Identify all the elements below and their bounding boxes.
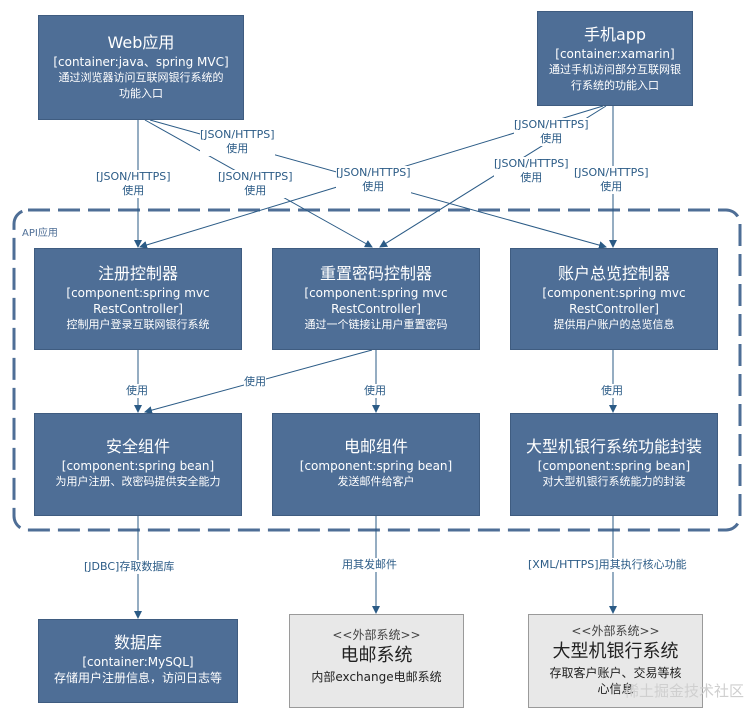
reset-desc: 通过一个链接让用户重置密码: [304, 318, 448, 331]
edge-label-mobile-register: [JSON/HTTPS] 使用: [336, 166, 411, 194]
register-controller[interactable]: 注册控制器 [component:spring mvc RestControll…: [34, 248, 242, 350]
mainframe-system-desc: 存取客户账户、交易等核心信息: [549, 666, 682, 696]
database-title: 数据库: [113, 633, 162, 652]
edge-label-overview-facade: 使用: [601, 384, 623, 398]
mainframe-system-stereotype: <<外部系统>>: [571, 624, 660, 638]
security-stereotype: [component:spring bean]: [61, 459, 215, 473]
edge-label-jdbc: [JDBC]存取数据库: [84, 560, 175, 574]
email-system-desc: 内部exchange电邮系统: [311, 670, 442, 684]
edge-protocol: [JSON/HTTPS]: [514, 118, 589, 131]
edge-label-mobile-reset-1: [JSON/HTTPS] 使用: [514, 118, 589, 146]
mobile-app-container[interactable]: 手机app [container:xamarin] 通过手机访问部分互联网银行系…: [537, 11, 693, 106]
edge-label-web-register: [JSON/HTTPS] 使用: [96, 170, 171, 198]
edge-label-reset-security: 使用: [244, 375, 266, 389]
database-stereotype: [container:MySQL]: [82, 655, 194, 669]
overview-title: 账户总览控制器: [557, 264, 670, 283]
facade-desc: 对大型机银行系统能力的封装: [542, 475, 686, 488]
web-app-stereotype: [container:java、spring MVC]: [53, 55, 229, 69]
edge-verb: 使用: [540, 132, 563, 145]
reset-stereotype: [component:spring mvc RestController]: [304, 286, 448, 316]
register-stereotype: [component:spring mvc RestController]: [66, 286, 210, 316]
overview-stereotype: [component:spring mvc RestController]: [542, 286, 686, 316]
web-app-title: Web应用: [107, 33, 175, 52]
mobile-app-title: 手机app: [583, 25, 647, 44]
edge-verb: 使用: [362, 180, 385, 193]
edge-verb: 使用: [520, 171, 543, 184]
edge-protocol: [JSON/HTTPS]: [200, 128, 275, 141]
security-component[interactable]: 安全组件 [component:spring bean] 为用户注册、改密码提供…: [34, 413, 242, 516]
edge-label-mobile-reset-2: [JSON/HTTPS] 使用: [494, 157, 569, 185]
email-component[interactable]: 电邮组件 [component:spring bean] 发送邮件给客户: [272, 413, 480, 516]
email-system-stereotype: <<外部系统>>: [332, 628, 421, 642]
edge-label-reset-mail: 使用: [364, 384, 386, 398]
edge-protocol: [JSON/HTTPS]: [574, 166, 649, 179]
api-boundary-label: API应用: [22, 228, 58, 239]
edge-protocol: [JSON/HTTPS]: [494, 157, 569, 170]
edge-verb: 使用: [122, 184, 145, 197]
account-overview-controller[interactable]: 账户总览控制器 [component:spring mvc RestContro…: [510, 248, 718, 350]
edge-label-register-security: 使用: [126, 384, 148, 398]
edge-protocol: [JSON/HTTPS]: [336, 166, 411, 179]
mainframe-external-system[interactable]: <<外部系统>> 大型机银行系统 存取客户账户、交易等核心信息: [528, 614, 703, 708]
web-app-desc: 通过浏览器访问互联网银行系统的功能入口: [58, 71, 224, 100]
edge-verb: 使用: [226, 142, 249, 155]
api-boundary: [12, 208, 742, 532]
overview-desc: 提供用户账户的总览信息: [553, 318, 675, 331]
web-app-container[interactable]: Web应用 [container:java、spring MVC] 通过浏览器访…: [38, 15, 244, 120]
mobile-app-desc: 通过手机访问部分互联网银行系统的功能入口: [549, 63, 681, 92]
edge-verb: 使用: [600, 180, 623, 193]
email-system-title: 电邮系统: [340, 645, 413, 666]
reset-title: 重置密码控制器: [319, 264, 432, 283]
email-external-system[interactable]: <<外部系统>> 电邮系统 内部exchange电邮系统: [289, 614, 464, 708]
database-desc: 存储用户注册信息，访问日志等: [53, 671, 222, 685]
edge-label-send-mail: 用其发邮件: [342, 558, 397, 572]
edge-label-mobile-overview: [JSON/HTTPS] 使用: [574, 166, 649, 194]
mainframe-facade-component[interactable]: 大型机银行系统功能封装 [component:spring bean] 对大型机…: [510, 413, 718, 516]
edge-label-xml: [XML/HTTPS]用其执行核心功能: [528, 558, 687, 572]
register-desc: 控制用户登录互联网银行系统: [66, 318, 210, 331]
edge-label-web-reset: [JSON/HTTPS] 使用: [218, 170, 293, 198]
edge-label-web-overview: [JSON/HTTPS] 使用: [200, 128, 275, 156]
security-desc: 为用户注册、改密码提供安全能力: [55, 475, 221, 488]
reset-password-controller[interactable]: 重置密码控制器 [component:spring mvc RestContro…: [272, 248, 480, 350]
mail-stereotype: [component:spring bean]: [299, 459, 453, 473]
edge-protocol: [JSON/HTTPS]: [96, 170, 171, 183]
edge-verb: 使用: [244, 184, 267, 197]
register-title: 注册控制器: [97, 264, 178, 283]
facade-stereotype: [component:spring bean]: [537, 459, 691, 473]
mail-title: 电邮组件: [343, 437, 408, 456]
mobile-app-stereotype: [container:xamarin]: [555, 47, 675, 61]
facade-title: 大型机银行系统功能封装: [525, 437, 702, 456]
mainframe-system-title: 大型机银行系统: [552, 641, 679, 662]
database-container[interactable]: 数据库 [container:MySQL] 存储用户注册信息，访问日志等: [38, 619, 238, 703]
watermark-text: 稀土掘金技术社区: [623, 682, 744, 700]
edge-protocol: [JSON/HTTPS]: [218, 170, 293, 183]
mail-desc: 发送邮件给客户: [337, 475, 415, 488]
security-title: 安全组件: [105, 437, 170, 456]
